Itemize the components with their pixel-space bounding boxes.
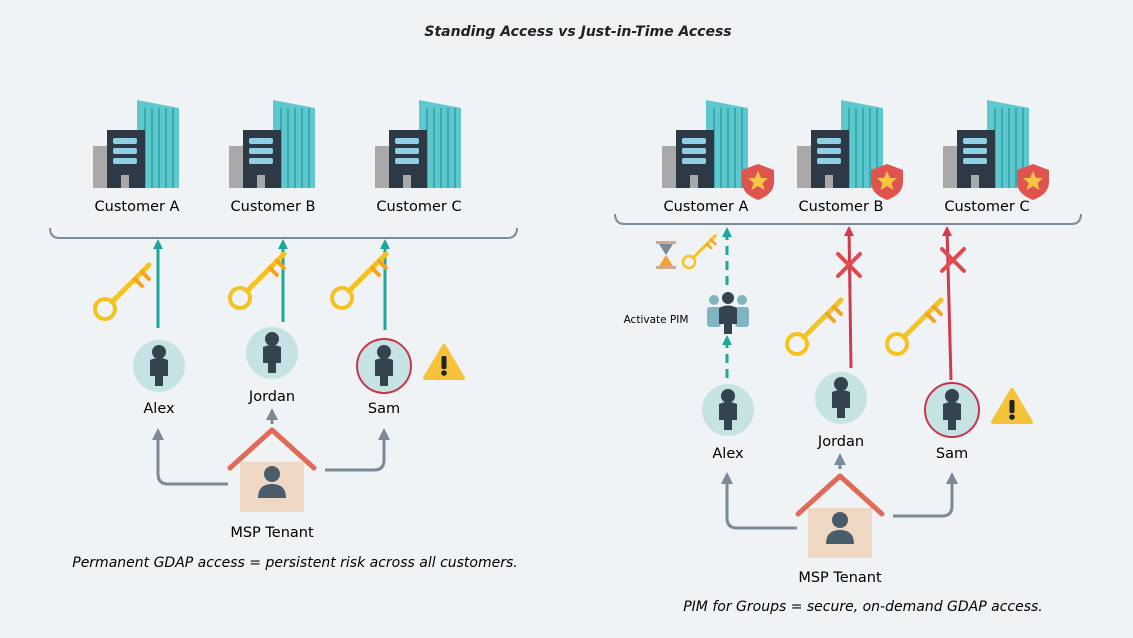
right-user-jordan: Jordan (817, 434, 864, 450)
denied-line (945, 227, 953, 381)
shield-star-icon (742, 164, 774, 200)
right-user-alex: Alex (712, 446, 744, 462)
left-user-alex: Alex (143, 401, 175, 417)
tenant-arrow (325, 428, 390, 472)
house-icon (798, 476, 882, 558)
key-icon (332, 254, 386, 308)
shield-star-icon (871, 164, 903, 200)
warning-icon (423, 344, 465, 380)
shield-star-icon (1017, 164, 1049, 200)
tenant-arrow (893, 472, 958, 518)
right-caption: PIM for Groups = secure, on-demand GDAP … (683, 599, 1043, 615)
hourglass-icon (656, 241, 676, 269)
building-icon (942, 99, 1030, 189)
building-icon (92, 99, 180, 189)
right-customer-c-label: Customer C (944, 199, 1029, 215)
customers-bracket (614, 213, 1082, 225)
left-panel: Customer A Customer B Customer C Alex Jo… (49, 99, 518, 571)
key-icon (887, 300, 941, 354)
denied-line (847, 227, 853, 369)
left-customer-a-label: Customer A (95, 199, 180, 215)
tenant-arrow (152, 428, 228, 486)
right-panel: Customer A Customer B Customer C Activat… (614, 99, 1082, 615)
right-customer-b-label: Customer B (799, 199, 884, 215)
building-icon (374, 99, 462, 189)
right-customer-a-label: Customer A (664, 199, 749, 215)
left-caption: Permanent GDAP access = persistent risk … (72, 555, 518, 571)
pim-label: Activate PIM (624, 314, 689, 326)
customers-bracket (49, 227, 518, 239)
key-icon (681, 234, 717, 270)
left-user-sam: Sam (368, 401, 400, 417)
left-tenant-label: MSP Tenant (230, 525, 314, 541)
building-icon (228, 99, 316, 189)
key-icon (230, 254, 284, 308)
diagram-title: Standing Access vs Just-in-Time Access (424, 24, 731, 40)
cross-icon (836, 252, 862, 278)
denied-arrowhead (844, 226, 854, 236)
building-icon (661, 99, 749, 189)
left-customer-b-label: Customer B (231, 199, 316, 215)
cross-icon (940, 247, 966, 273)
right-user-sam: Sam (936, 446, 968, 462)
denied-arrowhead (942, 226, 952, 236)
key-icon (787, 300, 841, 354)
building-icon (796, 99, 884, 189)
warning-icon (991, 388, 1033, 424)
key-icon (95, 265, 149, 319)
group-icon (707, 292, 749, 334)
house-icon (230, 430, 314, 512)
left-customer-c-label: Customer C (376, 199, 461, 215)
left-user-jordan: Jordan (248, 389, 295, 405)
tenant-arrow (721, 472, 797, 530)
right-tenant-label: MSP Tenant (798, 570, 882, 586)
